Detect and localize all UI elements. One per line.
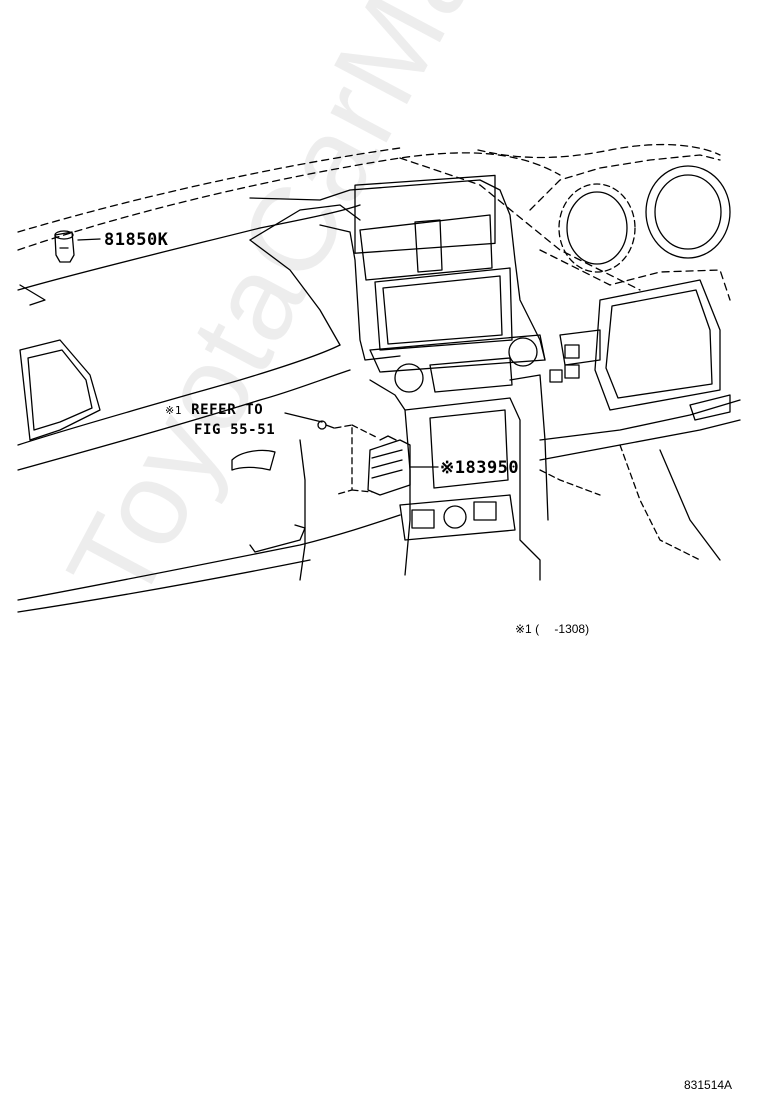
lower-dash-trim: [249, 524, 306, 553]
refer-note: ※1 REFER TO: [165, 402, 263, 418]
footnote: ※1 ( -1308): [515, 620, 589, 637]
refer-line-1[interactable]: REFER TO: [191, 402, 264, 418]
lower-right-dash: [539, 394, 741, 561]
glovebox-handle: [231, 449, 276, 471]
center-stack-head-unit: [249, 174, 546, 576]
clip-part-81850k: [54, 230, 101, 263]
knee-panel-line: [299, 439, 306, 581]
footnote-range: ( -1308): [535, 622, 590, 636]
refer-figure-link[interactable]: FIG 55-51: [194, 422, 276, 438]
dashboard-upper-body: [17, 204, 401, 613]
instrument-cluster: [529, 154, 731, 411]
part-number-81850k[interactable]: 81850K: [104, 230, 169, 250]
connector-dashed-bracket: [334, 424, 379, 495]
screw-part: [284, 412, 335, 430]
connector-part-83950: [367, 435, 439, 496]
part-number-83950[interactable]: ※183950: [440, 458, 520, 478]
dashboard-top-outline: [17, 143, 721, 291]
left-air-vent: [19, 284, 101, 441]
figure-id: 831514A: [684, 1078, 733, 1092]
refer-mark: ※1: [165, 404, 183, 417]
footnote-mark: ※1: [515, 622, 532, 636]
center-console-lower: [399, 374, 549, 581]
